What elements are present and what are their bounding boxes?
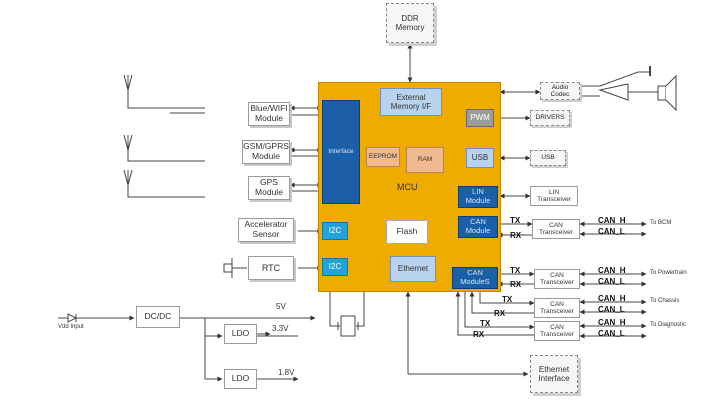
1v8-label: 1.8V	[278, 368, 295, 377]
eeprom-block: EEPROM	[366, 147, 400, 167]
can-transceiver-2: CAN Transceiver	[534, 269, 580, 289]
lin-transceiver-block: LIN Transceiver	[530, 186, 578, 206]
can-l-label-1: CAN_L	[598, 227, 625, 236]
usb-block: USB	[530, 150, 566, 166]
can-modules-block: CAN ModuleS	[452, 267, 498, 289]
to-diagnostic-label: To Diagnostic	[650, 322, 687, 328]
ldo-block-1: LDO	[224, 324, 257, 344]
pwm-block: PWM	[466, 109, 494, 127]
usb-mcu-block: USB	[466, 148, 494, 168]
interface-block: Interface	[322, 100, 360, 204]
can-h-label-4: CAN_H	[598, 318, 626, 327]
to-bcm-label: To BCM	[650, 220, 672, 226]
ethernet-interface-block: Ethernet Interface	[530, 355, 578, 393]
tx-label-3: TX	[502, 295, 513, 304]
ddr-memory-block: DDR Memory	[386, 3, 434, 43]
flash-block: Flash	[386, 220, 428, 244]
audio-codec-block: Audio Codec	[540, 82, 580, 100]
can-transceiver-1: CAN Transceiver	[532, 219, 580, 239]
5v-label: 5V	[276, 302, 286, 311]
3v3-label: 3.3V	[272, 324, 289, 333]
rtc-block: RTC	[248, 256, 294, 280]
tx-label-1: TX	[510, 216, 521, 225]
external-memory-if-block: External Memory I/F	[380, 88, 442, 116]
i2c-block-1: I2C	[322, 222, 348, 240]
i2c-block-2: I2C	[322, 258, 348, 276]
dcdc-block: DC/DC	[136, 306, 180, 328]
to-chassis-label: To Chassis	[650, 298, 680, 304]
ldo-block-2: LDO	[224, 369, 257, 389]
rx-label-1: RX	[510, 231, 522, 240]
can-transceiver-3: CAN Transceiver	[534, 298, 580, 318]
accelerator-sensor-block: Accelerator Sensor	[238, 218, 294, 242]
rx-label-3: RX	[494, 309, 506, 318]
rx-label-2: RX	[510, 280, 522, 289]
blue-wifi-module: Blue/WIFI Module	[248, 102, 290, 126]
can-h-label-1: CAN_H	[598, 216, 626, 225]
mcu-title: MCU	[397, 182, 418, 192]
tx-label-2: TX	[510, 266, 521, 275]
ram-block: RAM	[406, 147, 444, 173]
rx-label-4: RX	[473, 330, 485, 339]
can-module-block: CAN Module	[458, 216, 498, 238]
can-l-label-4: CAN_L	[598, 329, 625, 338]
ethernet-mcu-block: Ethernet	[390, 256, 436, 282]
can-transceiver-4: CAN Transceiver	[534, 321, 580, 341]
gps-module: GPS Module	[248, 176, 290, 200]
gsm-gprs-module: GSM/GPRS Module	[242, 140, 290, 164]
can-l-label-3: CAN_L	[598, 305, 625, 314]
tx-label-4: TX	[480, 319, 491, 328]
vdd-input-label: Vdd Input	[58, 324, 84, 330]
can-l-label-2: CAN_L	[598, 277, 625, 286]
can-h-label-2: CAN_H	[598, 266, 626, 275]
can-h-label-3: CAN_H	[598, 294, 626, 303]
drivers-block: DRIVERS	[530, 110, 570, 126]
lin-module-block: LIN Module	[458, 186, 498, 208]
to-powertrain-label: To Powertrain	[650, 270, 687, 276]
